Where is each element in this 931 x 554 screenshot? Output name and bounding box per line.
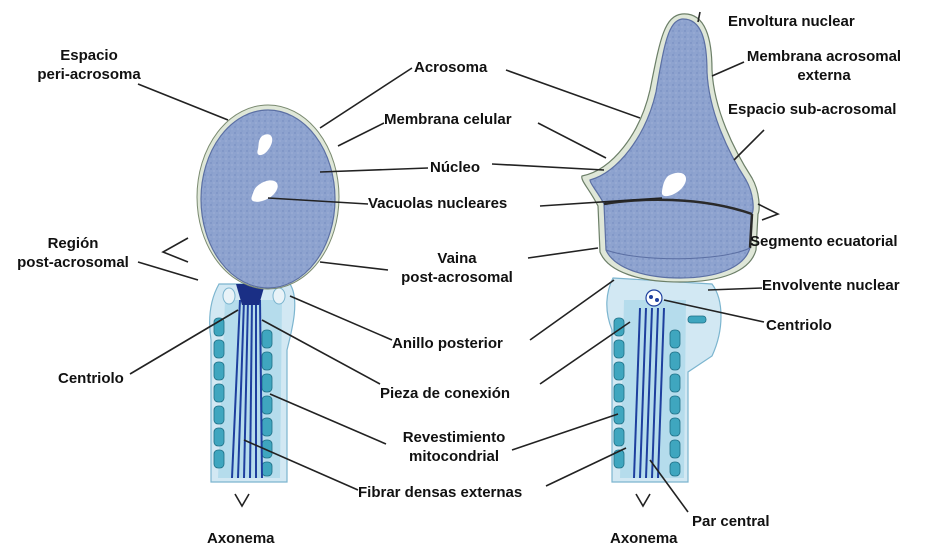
label-nucleo: Núcleo — [430, 158, 480, 177]
label-envoltura-nuclear: Envoltura nuclear — [728, 12, 855, 31]
label-axonema-right: Axonema — [610, 529, 678, 548]
label-envolvente-nuclear: Envolvente nuclear — [762, 276, 900, 295]
right-axonema-mark — [636, 494, 650, 506]
label-fibras-densas-externas: Fibrar densas externas — [358, 483, 522, 502]
label-anillo-posterior: Anillo posterior — [392, 334, 503, 353]
label-acrosoma: Acrosoma — [414, 58, 487, 77]
label-centriolo-right: Centriolo — [766, 316, 832, 335]
label-vacuolas-nucleares: Vacuolas nucleares — [368, 194, 507, 213]
label-membrana-celular: Membrana celular — [384, 110, 512, 129]
label-espacio-sub-acrosomal: Espacio sub-acrosomal — [728, 100, 896, 119]
label-centriolo-left: Centriolo — [58, 369, 124, 388]
left-sperm — [163, 105, 339, 482]
label-pieza-de-conexion: Pieza de conexión — [380, 384, 510, 403]
right-centriole — [646, 290, 662, 306]
label-segmento-ecuatorial: Segmento ecuatorial — [750, 232, 898, 251]
label-par-central: Par central — [692, 512, 770, 531]
label-axonema-left: Axonema — [207, 529, 275, 548]
left-axonema-mark — [235, 494, 249, 506]
